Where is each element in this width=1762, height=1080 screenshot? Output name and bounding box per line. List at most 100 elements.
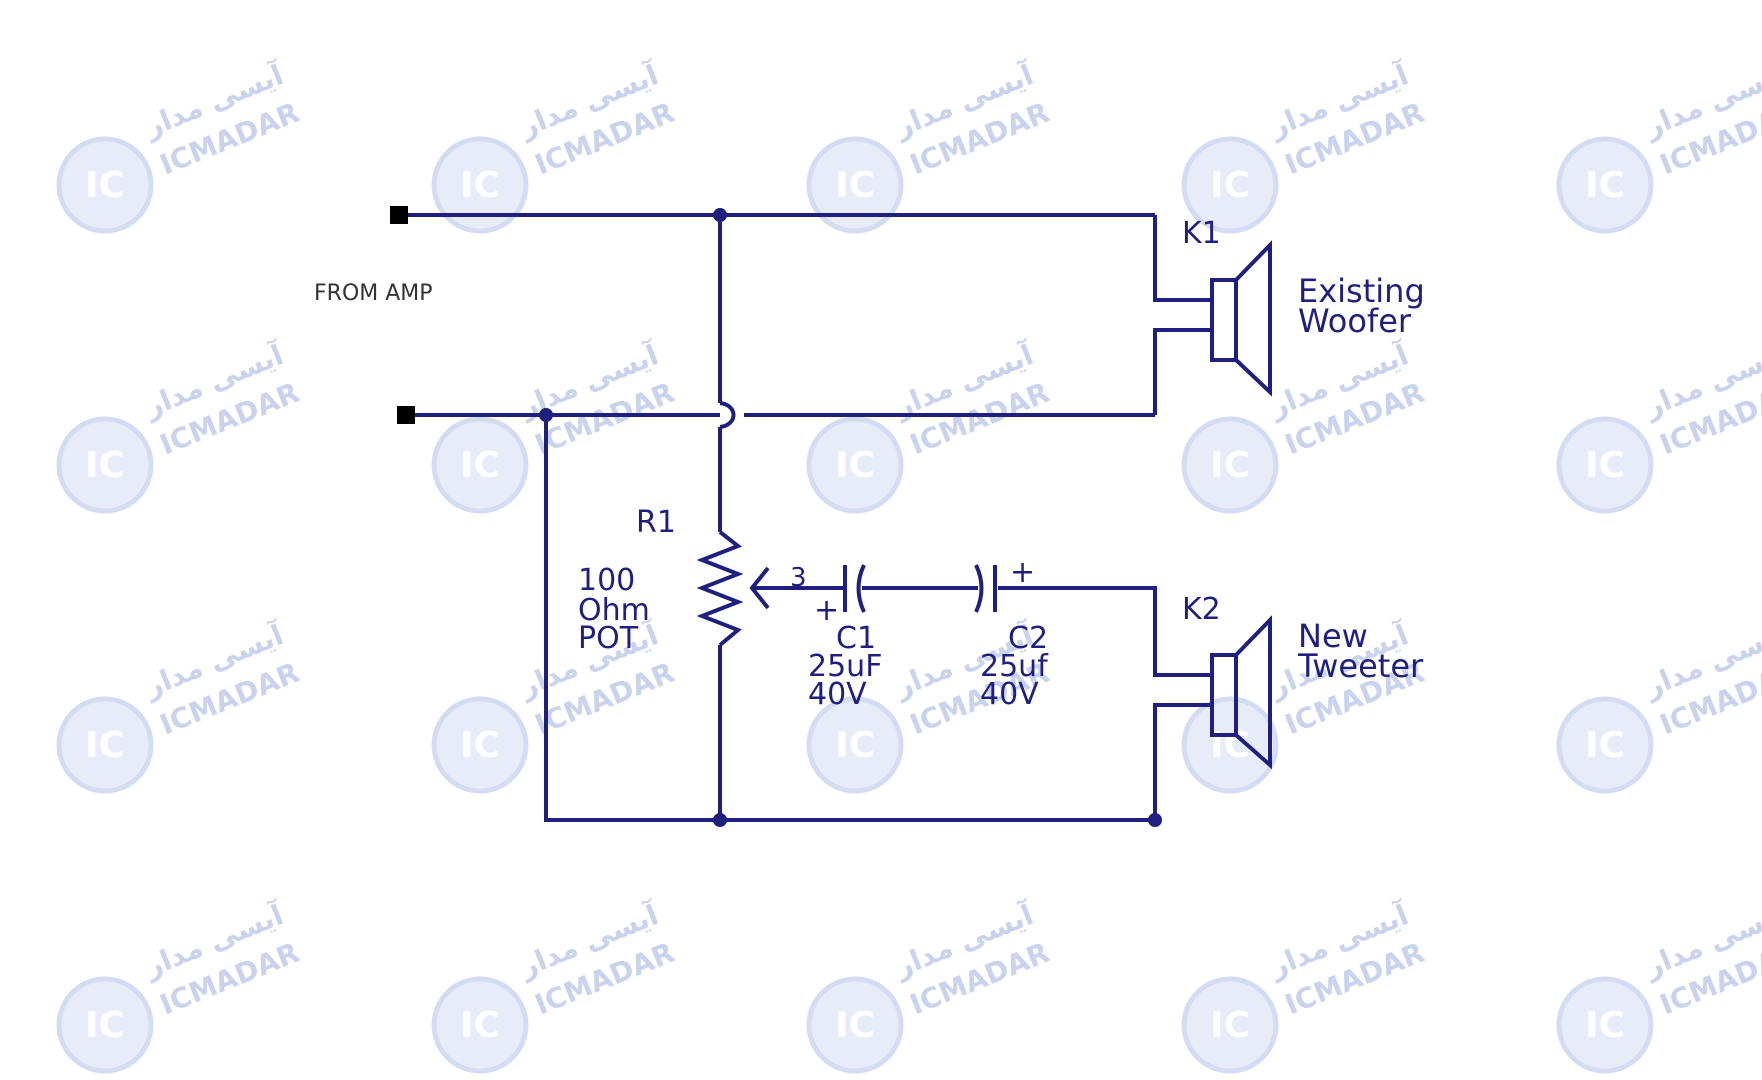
watermark-logo-letters: IC [835, 165, 875, 206]
wiper-pin-label: 3 [790, 563, 807, 593]
c2-name-label: C2 [1008, 621, 1048, 656]
junction-second [539, 408, 553, 422]
wire-c2-k2 [998, 586, 1212, 677]
woofer-label-line2: Woofer [1298, 302, 1412, 340]
watermark-logo-letters: IC [85, 165, 125, 206]
k1-speaker-icon [1210, 240, 1272, 397]
c2-curved-plate [974, 564, 984, 613]
watermark-logo-icon [1181, 416, 1279, 514]
c2-plus-sign: + [1010, 555, 1035, 590]
watermark-logo-letters: IC [85, 1005, 125, 1046]
watermark-logo-icon [1556, 696, 1654, 794]
r1-label: R1 [636, 505, 676, 540]
c1-plus-sign: + [814, 593, 839, 628]
c2-capacitor [974, 564, 997, 613]
watermark-logo-letters: IC [460, 445, 500, 486]
wire-return-left [544, 415, 1155, 822]
k2-speaker-icon [1210, 615, 1272, 770]
input-terminal-bottom [397, 406, 415, 424]
watermark-logo-letters: IC [1210, 445, 1250, 486]
watermark-logo-letters: IC [835, 1005, 875, 1046]
watermark-logo-icon [431, 416, 529, 514]
watermark-logo-letters: IC [1585, 1005, 1625, 1046]
watermark-logo-letters: IC [460, 165, 500, 206]
input-label: FROM AMP [314, 281, 433, 306]
tweeter-label-line1: New [1298, 617, 1368, 655]
watermark-logo-icon [806, 976, 904, 1074]
watermark-logo-icon [56, 136, 154, 234]
watermark-logo-icon [1181, 696, 1279, 794]
watermark-logo-icon [1556, 136, 1654, 234]
watermark-logo-letters: IC [85, 445, 125, 486]
watermark-logo-icon [1556, 416, 1654, 514]
wire-k1-bottom [1153, 328, 1212, 415]
junction-top [713, 208, 727, 222]
watermark-logo-icon [56, 416, 154, 514]
input-terminal-top [390, 206, 408, 224]
c2-voltage-label: 40V [980, 677, 1039, 712]
watermark-logo-icon [806, 416, 904, 514]
watermark-logo-letters: IC [1210, 165, 1250, 206]
watermark-logo-icon [56, 976, 154, 1074]
watermark-logo-icon [806, 136, 904, 234]
c1-capacitor [843, 564, 866, 613]
junction-bottom-right [1148, 813, 1162, 827]
watermark-logo-icon [1181, 976, 1279, 1074]
woofer-label-line1: Existing [1298, 272, 1425, 310]
watermark-logo-letters: IC [835, 725, 875, 766]
wire-k2-bottom [1153, 703, 1212, 820]
watermark-logo-icon [806, 696, 904, 794]
c1-value-label: 25uF [808, 649, 882, 684]
watermark-logo-icon [1181, 136, 1279, 234]
tweeter-label-line2: Tweeter [1297, 647, 1424, 685]
c1-curved-plate [856, 564, 866, 613]
watermark-logo-icon [431, 976, 529, 1074]
wire-k1-top [1153, 215, 1212, 302]
r1-potentiometer [696, 530, 770, 647]
c2-value-label: 25uf [980, 649, 1049, 684]
wires [398, 213, 1212, 822]
pot-label-line2: Ohm [578, 593, 650, 628]
resistor-zigzag [696, 530, 744, 647]
wire-hop [719, 401, 736, 429]
watermark-logo-icon [56, 696, 154, 794]
pot-label-line1: 100 [578, 563, 635, 598]
watermark-logo-letters: IC [1585, 725, 1625, 766]
pot-label-line3: POT [578, 621, 639, 656]
watermark-logo-letters: IC [460, 725, 500, 766]
k1-label: K1 [1182, 216, 1221, 251]
watermark-logo-letters: IC [1585, 165, 1625, 206]
c1-name-label: C1 [836, 621, 876, 656]
watermark-logo-letters: IC [1210, 725, 1250, 766]
watermark-logo-icon [431, 696, 529, 794]
watermark-logo-letters: IC [460, 1005, 500, 1046]
wiper-arrow [749, 566, 770, 610]
watermark-logo-letters: IC [1585, 445, 1625, 486]
watermark-logo-icon [431, 136, 529, 234]
watermark-logo-letters: IC [835, 445, 875, 486]
watermark-logo-letters: IC [85, 725, 125, 766]
watermark-logo-letters: IC [1210, 1005, 1250, 1046]
junction-bottom-pot [713, 813, 727, 827]
k2-label: K2 [1182, 592, 1221, 627]
c1-voltage-label: 40V [808, 677, 867, 712]
